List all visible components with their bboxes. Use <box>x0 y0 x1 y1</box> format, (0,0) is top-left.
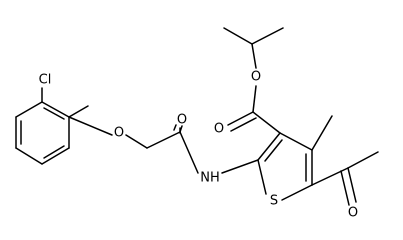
amide-oxygen-label: O <box>177 113 187 128</box>
thiophene-sulfur-label: S <box>270 194 278 209</box>
atom-labels: Cl O O NH S O O O <box>39 70 358 221</box>
bond-lines <box>15 27 379 206</box>
ester-alkoxy-oxygen-label: O <box>251 70 261 85</box>
chlorine-label: Cl <box>39 73 52 88</box>
amide-nitrogen-label: NH <box>200 171 220 186</box>
ether-oxygen-label: O <box>114 126 124 141</box>
amide-carbonyl-bond <box>173 124 183 133</box>
acetyl-oxygen-label: O <box>348 206 358 221</box>
ester-carbonyl-oxygen-label: O <box>214 122 224 137</box>
